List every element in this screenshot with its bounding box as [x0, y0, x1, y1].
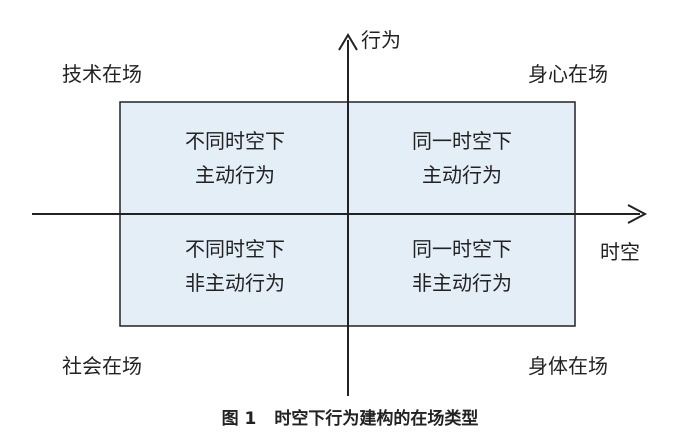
quadrant-top-left-line-1: 不同时空下: [185, 129, 285, 153]
figure-caption-text: 时空下行为建构的在场类型: [274, 409, 479, 429]
corner-label-top-left: 技术在场: [62, 62, 142, 86]
quadrant-bottom-right-line-2: 非主动行为: [412, 271, 512, 295]
quadrant-bottom-right: 同一时空下 非主动行为: [349, 232, 575, 300]
quadrant-bottom-left: 不同时空下 非主动行为: [122, 232, 348, 300]
quadrant-top-right: 同一时空下 主动行为: [349, 124, 575, 192]
vertical-axis-label: 行为: [361, 28, 401, 52]
corner-label-top-right: 身心在场: [528, 62, 608, 86]
quadrant-bottom-left-line-1: 不同时空下: [185, 237, 285, 261]
quadrant-top-left: 不同时空下 主动行为: [122, 124, 348, 192]
figure-caption: 图 1 时空下行为建构的在场类型: [0, 404, 700, 429]
corner-label-bottom-left: 社会在场: [62, 354, 142, 378]
quadrant-bottom-left-line-2: 非主动行为: [185, 271, 285, 295]
figure-number: 图 1: [221, 409, 257, 429]
vertical-axis-arrow: [338, 33, 358, 51]
quadrant-top-right-line-1: 同一时空下: [412, 129, 512, 153]
quadrant-top-right-line-2: 主动行为: [422, 163, 502, 187]
quadrant-top-left-line-2: 主动行为: [195, 163, 275, 187]
quadrant-bottom-right-line-1: 同一时空下: [412, 237, 512, 261]
horizontal-axis-arrow: [627, 204, 648, 224]
corner-label-bottom-right: 身体在场: [528, 354, 608, 378]
horizontal-axis-label: 时空: [600, 240, 640, 264]
